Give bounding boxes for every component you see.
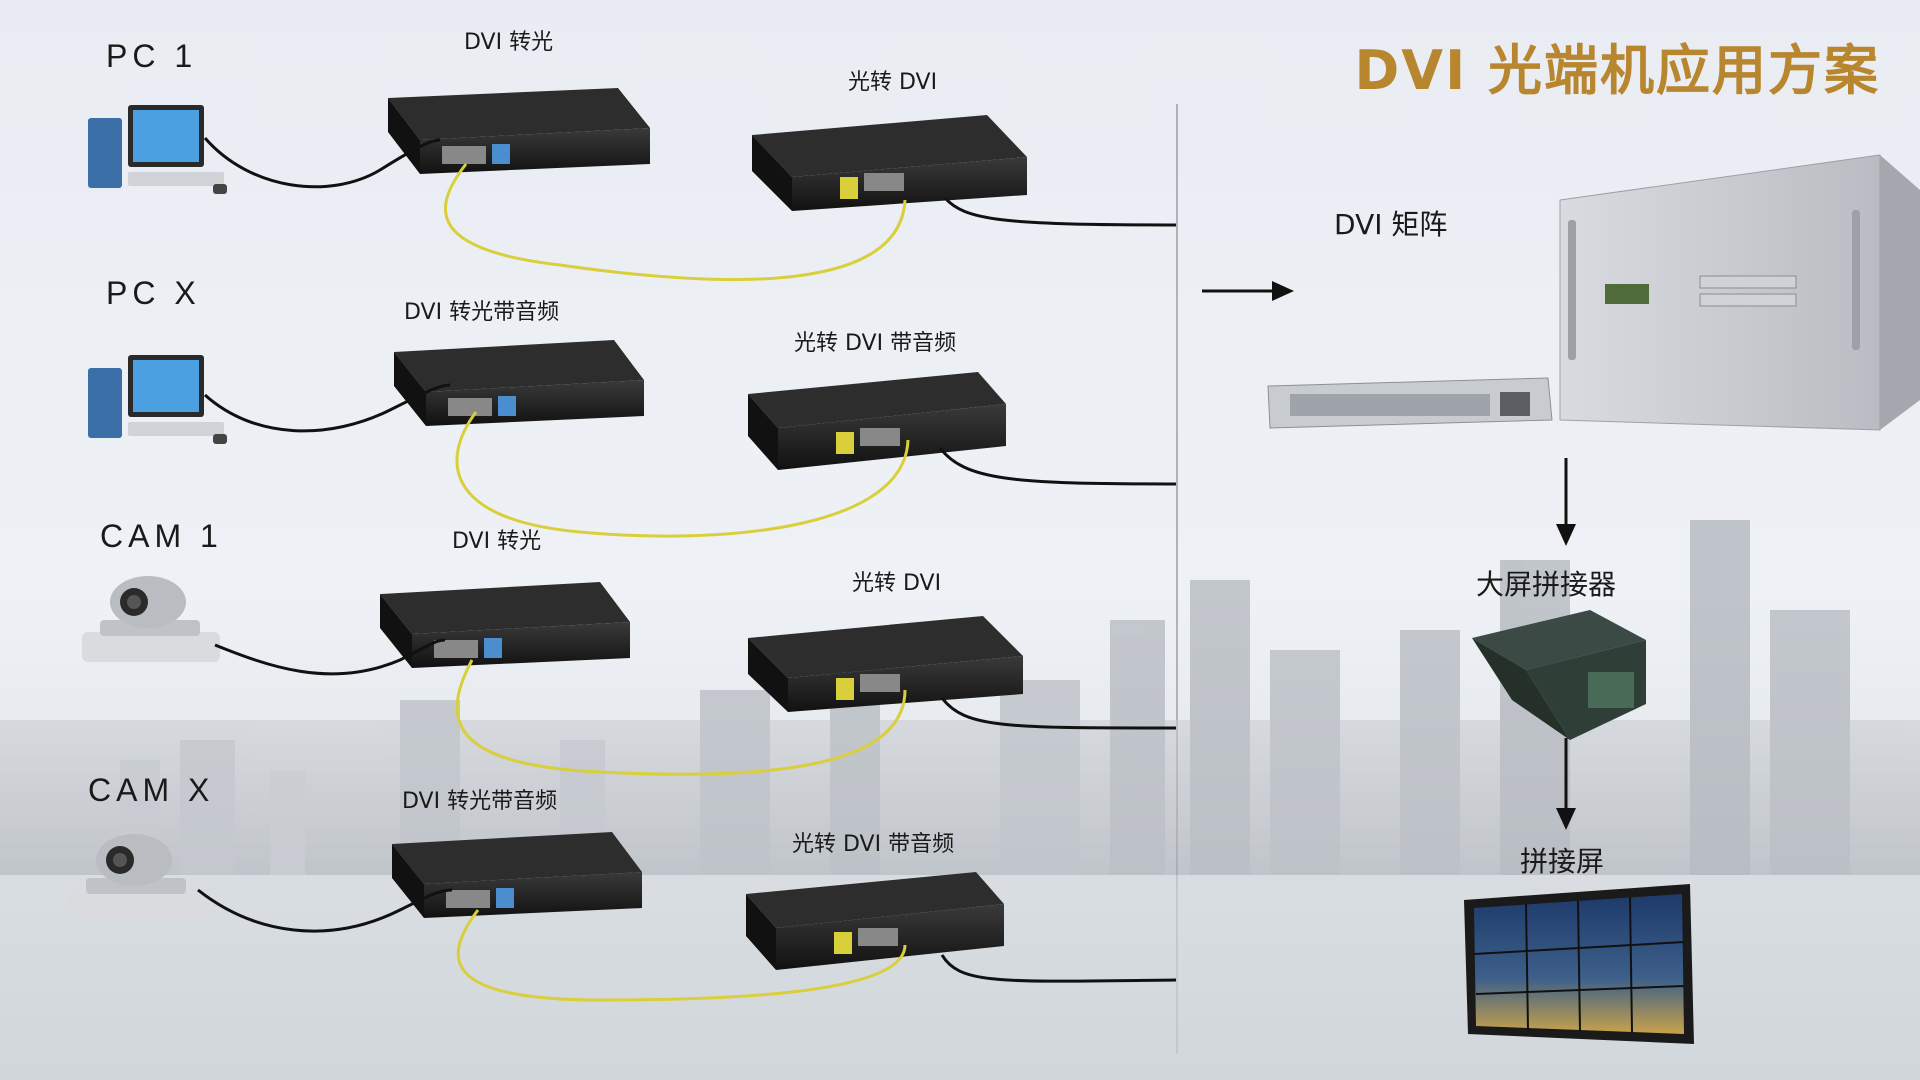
video-wall-processor-device <box>1472 610 1646 740</box>
backbone-line <box>1176 104 1178 1054</box>
tx-label-4: DVI 转光带音频 <box>402 789 558 814</box>
fiber-cable-1 <box>444 163 907 282</box>
diagram-title: DVI 光端机应用方案 <box>1354 39 1880 102</box>
fiber-cable-4 <box>456 909 907 1002</box>
row-3 <box>82 576 1177 776</box>
source-label-cam-x: CAM X <box>88 772 215 808</box>
dvi-cable-rx4 <box>940 954 1177 983</box>
fiber-to-dvi-audio-receiver-camx <box>746 872 1004 970</box>
source-label-pc-x: PC X <box>106 275 201 311</box>
dvi-to-fiber-transmitter-cam1 <box>380 582 630 668</box>
pc-1-icon <box>88 105 227 194</box>
fiber-to-dvi-receiver-1 <box>752 115 1027 211</box>
rx-label-4: 光转 DVI 带音频 <box>792 832 955 857</box>
row-4 <box>68 832 1177 1002</box>
arrow-to-wall <box>1556 738 1576 830</box>
dvi-cable-rx3 <box>940 697 1177 730</box>
splicer-label: 大屏拼接器 <box>1476 568 1617 601</box>
rx-label-3: 光转 DVI <box>852 571 942 596</box>
arrow-to-splicer <box>1556 458 1576 546</box>
row-2 <box>88 340 1177 538</box>
row-1 <box>88 88 1177 282</box>
dvi-to-fiber-transmitter-1 <box>388 88 650 174</box>
dvi-cable-rx2 <box>938 447 1177 486</box>
fiber-to-dvi-receiver-cam1 <box>748 616 1023 712</box>
dvi-cable-rx1 <box>943 196 1177 227</box>
rx-label-1: 光转 DVI <box>848 70 938 95</box>
tx-label-2: DVI 转光带音频 <box>404 300 560 325</box>
tx-label-3: DVI 转光 <box>452 529 542 554</box>
dvi-cable-cam1 <box>214 638 446 676</box>
matrix-label: DVI 矩阵 <box>1334 208 1448 241</box>
fiber-cable-2 <box>455 411 910 538</box>
cam-x-icon <box>68 834 206 920</box>
source-label-pc-1: PC 1 <box>106 38 198 74</box>
wall-label: 拼接屏 <box>1520 845 1605 878</box>
tx-label-1: DVI 转光 <box>464 30 554 55</box>
rx-label-2: 光转 DVI 带音频 <box>794 331 957 356</box>
arrow-to-matrix <box>1202 281 1294 301</box>
fiber-cable-3 <box>455 659 907 776</box>
dvi-cable-pcx <box>203 383 451 433</box>
dvi-to-fiber-audio-transmitter-x <box>394 340 644 426</box>
splicing-screen-device <box>1464 884 1694 1044</box>
pc-x-icon <box>88 355 227 444</box>
dvi-to-fiber-audio-transmitter-camx <box>392 832 642 918</box>
dvi-cable-pc1 <box>203 137 441 189</box>
source-label-cam-1: CAM 1 <box>100 518 223 554</box>
fiber-to-dvi-audio-receiver-x <box>748 372 1006 470</box>
dvi-matrix-device <box>1267 154 1920 431</box>
dvi-cable-camx <box>197 888 453 933</box>
cam-1-icon <box>82 576 220 662</box>
